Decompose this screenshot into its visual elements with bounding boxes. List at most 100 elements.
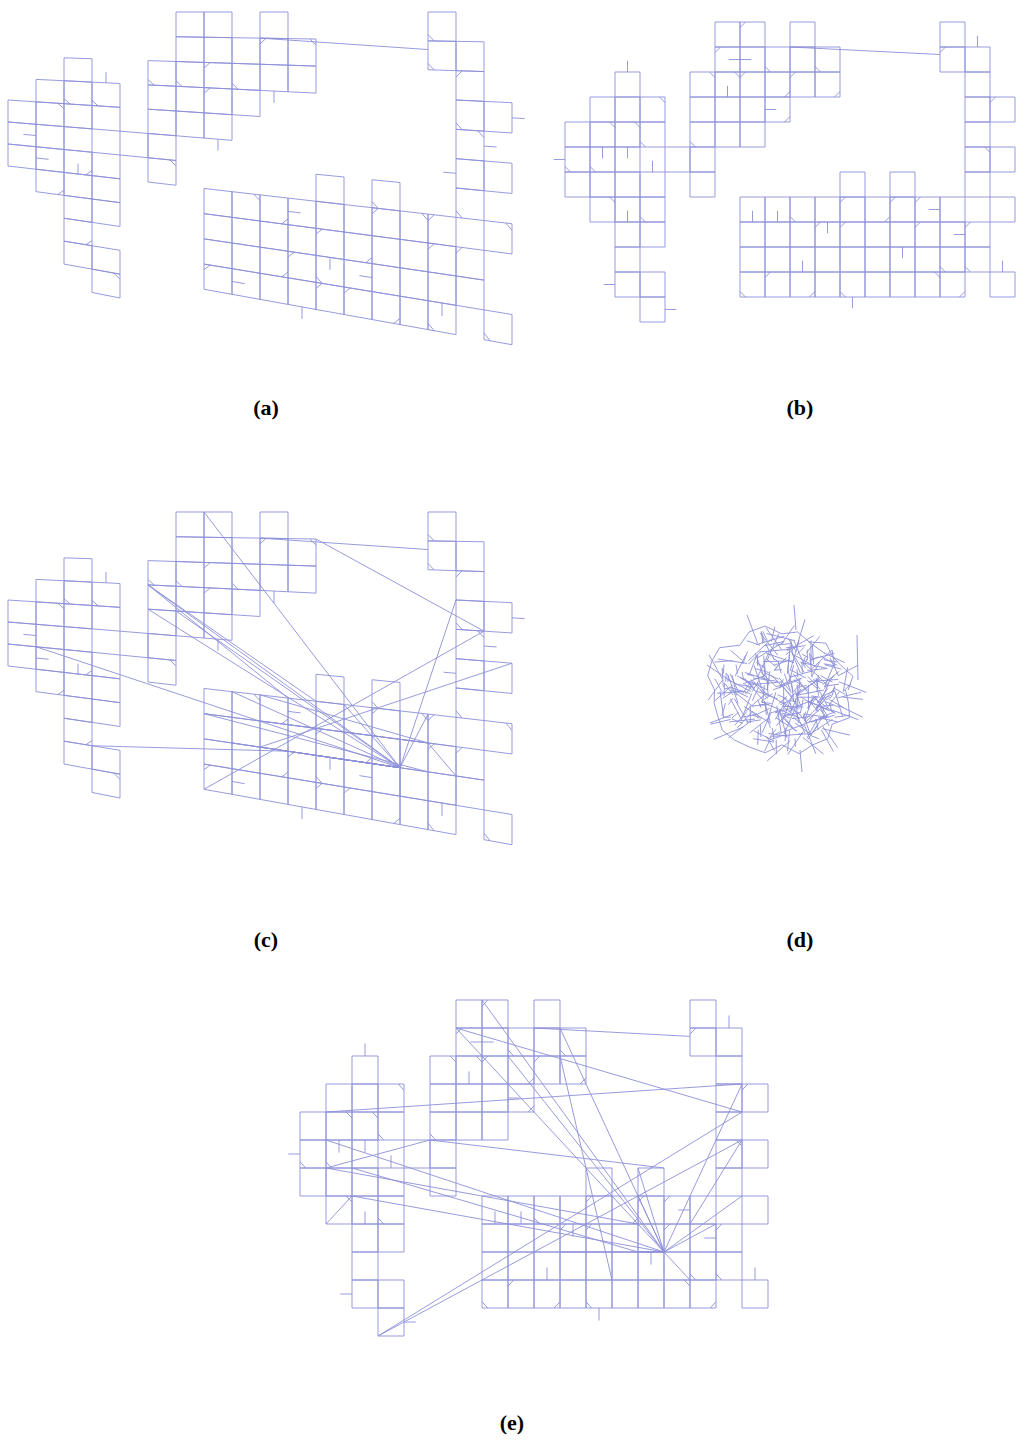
network-link <box>58 190 64 194</box>
network-link <box>965 247 990 272</box>
network-link <box>204 588 210 593</box>
network-link <box>865 247 890 272</box>
network-link <box>326 1112 352 1140</box>
network-link <box>64 581 92 606</box>
network-link <box>428 63 434 70</box>
network-link <box>710 72 716 78</box>
network-link <box>664 1252 690 1280</box>
network-link <box>64 195 92 222</box>
network-link <box>803 737 824 754</box>
network-link <box>428 243 456 276</box>
network-link <box>64 58 92 82</box>
network-link <box>615 147 640 172</box>
network-link <box>664 1280 690 1308</box>
network-link <box>260 538 428 549</box>
network-link <box>428 714 456 747</box>
network-link <box>704 1238 716 1239</box>
network-link <box>372 708 400 740</box>
network-link <box>810 702 829 711</box>
network-link <box>456 159 484 191</box>
network-link <box>344 704 400 767</box>
network-link <box>330 757 331 769</box>
network-link <box>344 232 372 264</box>
network-link <box>565 122 590 147</box>
network-link <box>484 161 512 194</box>
network-link <box>484 810 512 845</box>
network-link <box>742 1084 768 1112</box>
network-link <box>508 1252 534 1280</box>
network-link <box>482 1084 508 1112</box>
network-link <box>627 211 628 222</box>
network-link <box>731 688 750 694</box>
network-link <box>428 823 434 830</box>
network-link <box>365 1140 366 1153</box>
network-link <box>807 680 818 689</box>
network-link <box>232 83 238 89</box>
network-link <box>456 747 484 780</box>
network-link <box>78 664 79 674</box>
network-link <box>288 711 301 713</box>
network-link <box>204 37 232 63</box>
network-link <box>801 663 803 674</box>
network-link <box>716 1168 742 1196</box>
network-link <box>64 672 92 699</box>
network-link <box>829 699 843 707</box>
network-link <box>832 686 834 696</box>
network-link <box>232 269 260 300</box>
network-link <box>428 214 456 247</box>
network-link <box>790 47 815 72</box>
network-link <box>890 172 915 197</box>
network-link <box>443 172 456 173</box>
network-link <box>915 197 921 203</box>
network-link <box>484 661 512 694</box>
network-link <box>92 152 120 179</box>
network-link <box>254 194 260 200</box>
network-link <box>36 124 64 149</box>
network-link <box>615 172 640 197</box>
network-link <box>865 197 890 222</box>
network-link <box>610 197 616 203</box>
network-link <box>23 134 36 135</box>
network-link <box>690 1028 716 1056</box>
network-link <box>86 670 92 674</box>
network-link <box>811 736 820 739</box>
network-link <box>715 47 740 72</box>
network-link <box>586 1252 612 1280</box>
network-link <box>772 728 774 739</box>
network-link <box>36 579 64 603</box>
network-link <box>428 801 456 835</box>
network-link <box>965 122 990 147</box>
network-link <box>260 538 266 544</box>
network-link <box>92 769 120 798</box>
network-link <box>430 1140 664 1168</box>
network-link <box>365 1043 366 1056</box>
network-link <box>400 239 428 272</box>
network-link <box>344 759 372 791</box>
network-link <box>747 720 761 722</box>
network-link <box>64 649 92 675</box>
network-link <box>508 1050 514 1056</box>
network-link <box>735 72 741 78</box>
network-link <box>730 699 741 719</box>
network-link <box>915 247 940 272</box>
network-link <box>560 1050 566 1056</box>
network-link <box>260 773 288 804</box>
network-link <box>443 672 456 673</box>
network-link <box>651 1252 652 1265</box>
network-link <box>827 222 828 233</box>
network-panel <box>8 512 525 845</box>
network-link <box>985 147 991 153</box>
network-link <box>148 61 176 87</box>
network-link <box>218 139 219 150</box>
network-link <box>990 147 1015 172</box>
network-link <box>804 699 826 721</box>
network-link <box>766 653 794 662</box>
network-link <box>789 665 794 682</box>
network-link <box>534 1280 560 1308</box>
network-link <box>807 701 834 712</box>
network-link <box>344 287 372 320</box>
network-link <box>640 197 665 222</box>
network-link <box>929 209 940 210</box>
network-link <box>690 147 715 172</box>
network-link <box>232 63 260 90</box>
